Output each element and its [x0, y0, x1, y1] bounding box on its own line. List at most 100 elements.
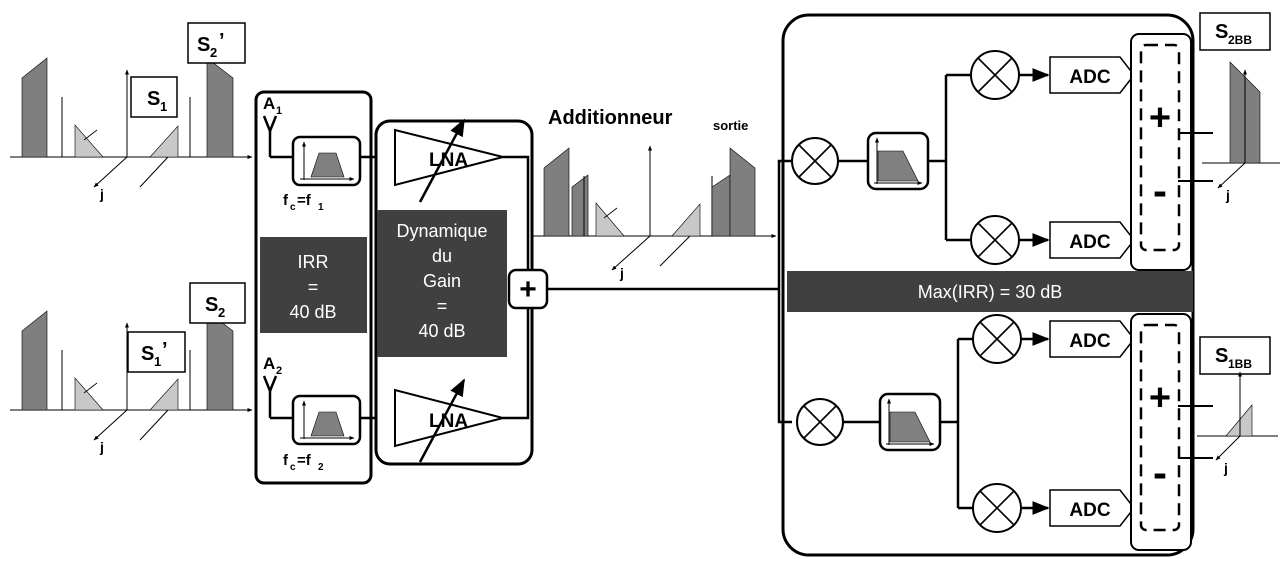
svg-text:Additionneur: Additionneur — [548, 107, 673, 129]
svg-text:=f: =f — [297, 452, 312, 469]
svg-text:S: S — [147, 88, 160, 110]
fc-label-1: f c =f 1 — [283, 192, 324, 213]
svg-text:=f: =f — [297, 192, 312, 209]
spectrum-block-dark — [543, 147, 570, 237]
svg-text:+: + — [1149, 97, 1171, 139]
spectrum-block-light — [671, 203, 701, 237]
lowpass-filter-top — [866, 131, 930, 191]
svg-text:+: + — [519, 273, 537, 306]
antenna-a2: A 2 — [262, 354, 293, 420]
fc-label-2: f c =f 2 — [283, 452, 324, 473]
spectrum-block-dark — [206, 57, 234, 158]
adder-block: + — [507, 268, 549, 310]
svg-text:j: j — [1223, 460, 1228, 476]
svg-text:f: f — [283, 192, 289, 209]
svg-text:LNA: LNA — [429, 150, 468, 171]
svg-text:1: 1 — [160, 99, 167, 114]
svg-text:2: 2 — [218, 305, 225, 320]
svg-text:LNA: LNA — [429, 411, 468, 432]
axis-label-j: j — [619, 265, 624, 281]
spectrum-block-dark — [571, 174, 589, 237]
svg-text:S: S — [197, 34, 210, 56]
bandpass-filter-1 — [291, 135, 362, 187]
adc-top-i: ADC — [1049, 56, 1135, 94]
svg-text:’: ’ — [162, 339, 168, 361]
max-irr-panel: Max(IRR) = 30 dB — [787, 271, 1193, 312]
combiner-top: + - — [1130, 33, 1192, 271]
spectrum-block-dark — [21, 57, 48, 158]
mixer-bottom-i — [972, 314, 1022, 364]
lowpass-filter-bottom — [878, 392, 942, 452]
combiner-bottom: + - — [1130, 313, 1192, 551]
svg-text:Max(IRR) = 30 dB: Max(IRR) = 30 dB — [918, 282, 1063, 302]
svg-text:A: A — [263, 94, 275, 113]
svg-text:2: 2 — [318, 462, 324, 473]
spectrum-block-light — [149, 125, 179, 158]
svg-text:ADC: ADC — [1069, 67, 1110, 88]
label-s2: S 2 — [189, 282, 246, 324]
svg-text:sortie: sortie — [713, 118, 748, 133]
label-s1: S 1 — [130, 76, 178, 118]
svg-text:1: 1 — [276, 105, 282, 117]
label-s2bb: S 2BB — [1199, 12, 1271, 51]
svg-text:Gain: Gain — [423, 271, 461, 291]
output-spectrum-middle: j — [532, 145, 777, 281]
svg-text:2BB: 2BB — [1228, 33, 1252, 47]
adder-title: Additionneur sortie — [548, 107, 748, 133]
mixer-top-i — [970, 50, 1020, 100]
antenna-a1: A 1 — [262, 94, 293, 159]
svg-text:=: = — [308, 277, 319, 297]
lna-amplifier-bottom: LNA — [394, 378, 507, 463]
svg-text:ADC: ADC — [1069, 232, 1110, 253]
svg-text:1BB: 1BB — [1228, 357, 1252, 371]
svg-text:Dynamique: Dynamique — [396, 221, 487, 241]
svg-text:ADC: ADC — [1069, 331, 1110, 352]
axis-label-j: j — [99, 186, 104, 202]
adc-bottom-i: ADC — [1049, 320, 1135, 358]
mixer-bottom-main — [796, 398, 844, 446]
svg-text:=: = — [437, 296, 448, 316]
svg-text:S: S — [1215, 345, 1228, 367]
gain-dynamic-panel: Dynamique du Gain = 40 dB — [377, 210, 507, 357]
svg-text:’: ’ — [219, 30, 225, 52]
label-s1-prime: S 1 ’ — [127, 331, 186, 373]
axis-label-j: j — [99, 439, 104, 455]
svg-text:du: du — [432, 246, 452, 266]
baseband-spectrum-s2: j — [1202, 61, 1280, 203]
baseband-spectrum-s1: j — [1197, 371, 1278, 476]
adc-bottom-q: ADC — [1049, 489, 1135, 527]
irr-panel: IRR = 40 dB — [260, 237, 367, 333]
spectrum-block-light — [74, 124, 104, 158]
svg-text:S: S — [1215, 21, 1228, 43]
svg-text:ADC: ADC — [1069, 500, 1110, 521]
spectrum-block-light — [74, 377, 104, 411]
svg-text:S: S — [205, 294, 218, 316]
bandpass-filter-2 — [291, 394, 362, 446]
label-s1bb: S 1BB — [1199, 336, 1271, 375]
svg-text:IRR: IRR — [298, 252, 329, 272]
adc-top-q: ADC — [1049, 221, 1135, 259]
svg-text:1: 1 — [318, 202, 324, 213]
mixer-top-main — [791, 137, 839, 185]
svg-text:f: f — [283, 452, 289, 469]
spectrum-block-dark — [21, 310, 48, 411]
svg-text:40 dB: 40 dB — [418, 321, 465, 341]
svg-text:j: j — [1225, 187, 1230, 203]
mixer-top-q — [970, 215, 1020, 265]
svg-text:-: - — [1153, 449, 1167, 496]
label-s2-prime: S 2 ’ — [187, 22, 246, 64]
spectrum-block-light — [595, 202, 625, 237]
mixer-bottom-q — [972, 483, 1022, 533]
input-spectrum-bottom: j — [10, 310, 253, 455]
svg-text:1: 1 — [154, 354, 161, 369]
svg-text:-: - — [1153, 167, 1167, 214]
spectrum-block-light — [149, 378, 179, 411]
svg-text:2: 2 — [276, 365, 282, 377]
input-spectrum-top: j — [10, 57, 253, 202]
svg-text:+: + — [1149, 377, 1171, 419]
svg-text:S: S — [141, 343, 154, 365]
spectrum-block-dark — [711, 174, 731, 237]
svg-text:40 dB: 40 dB — [289, 302, 336, 322]
svg-text:2: 2 — [210, 45, 217, 60]
